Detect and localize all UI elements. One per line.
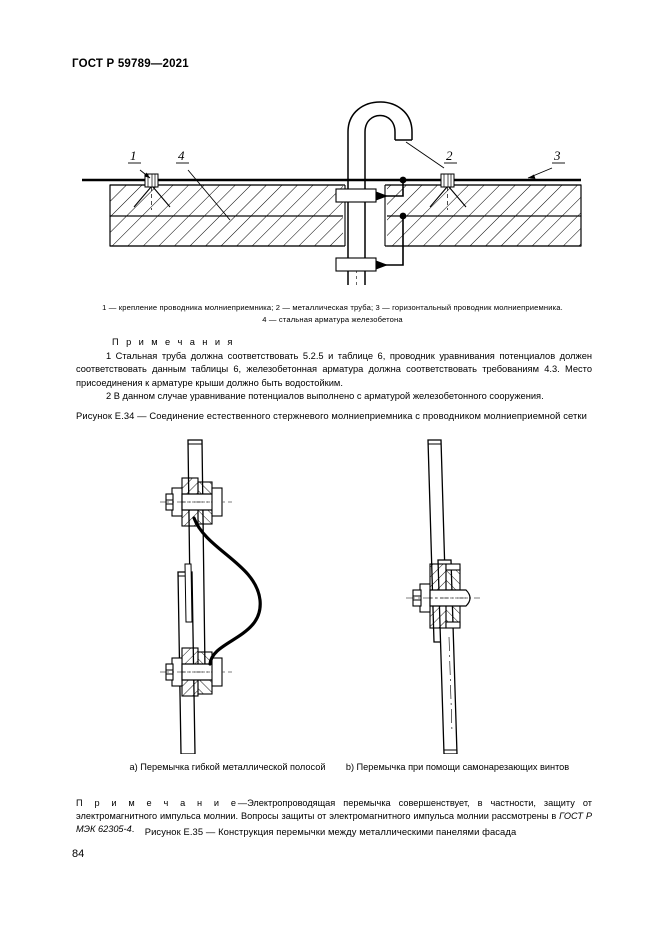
pipe-clamp-upper bbox=[335, 188, 377, 203]
figure-e35-subcaption-a: a) Перемычка гибкой металлической полосо… bbox=[129, 762, 326, 772]
figure-e34-drawing: 1 4 2 3 bbox=[60, 80, 605, 285]
callout-3: 3 bbox=[527, 148, 565, 179]
callout-4-label: 4 bbox=[178, 148, 185, 163]
figure-e35-note-reference: ГОСТ Р МЭК 62305-4 bbox=[76, 811, 592, 834]
figure-e35-subcaption-b: b) Перемычка при помощи самонарезающих в… bbox=[345, 762, 570, 772]
page-number: 84 bbox=[72, 848, 85, 860]
callout-2-label: 2 bbox=[446, 148, 453, 163]
callout-1: 1 bbox=[128, 148, 151, 179]
bolt-joint-a-upper bbox=[160, 477, 232, 527]
variant-a-assembly bbox=[160, 439, 262, 754]
figure-e35-caption: Рисунок Е.35 — Конструкция перемычки меж… bbox=[144, 826, 517, 837]
figure-e35-note-lead: П р и м е ч а н и е bbox=[76, 798, 238, 808]
variant-b-assembly bbox=[406, 439, 480, 754]
callout-3-label: 3 bbox=[553, 148, 561, 163]
note-item-2: 2 В данном случае уравнивание потенциало… bbox=[106, 390, 544, 401]
figure-e35-note-dash: — bbox=[237, 798, 248, 808]
callout-1-label: 1 bbox=[130, 148, 137, 163]
bolt-joint-a-lower bbox=[160, 647, 232, 697]
callout-4: 4 bbox=[176, 148, 231, 221]
figure-e34-key-line-1: 1 — крепление проводника молниеприемника… bbox=[102, 303, 563, 312]
figure-e35-drawing bbox=[60, 432, 605, 754]
callout-2: 2 bbox=[405, 141, 457, 169]
document-header-standard-number: ГОСТ Р 59789—2021 bbox=[72, 58, 189, 70]
figure-e34-svg: 1 4 2 3 bbox=[82, 101, 582, 285]
note-item-1: 1 Стальная труба должна соответствовать … bbox=[76, 351, 592, 388]
figure-e34-key-line-2: 4 — стальная арматура железобетона bbox=[262, 315, 403, 324]
notes-title: П р и м е ч а н и я bbox=[112, 337, 235, 347]
figure-e35-svg bbox=[160, 439, 480, 754]
figure-e34-key: 1 — крепление проводника молниеприемника… bbox=[60, 302, 605, 326]
figure-e35-note: П р и м е ч а н и е—Электропроводящая пе… bbox=[76, 797, 592, 836]
figure-e35-note-text-1: Электропроводящая перемычка совершенству… bbox=[76, 798, 592, 821]
figure-e35-note-text-2: . bbox=[131, 824, 135, 834]
flexible-bonding-strap bbox=[192, 516, 262, 666]
figure-e34-caption: Рисунок Е.34 — Соединение естественного … bbox=[76, 410, 587, 421]
screw-joint-b bbox=[406, 563, 480, 629]
pipe-clamp-lower bbox=[335, 257, 377, 272]
notes-block: П р и м е ч а н и я 1 Стальная труба дол… bbox=[76, 336, 592, 403]
conductor-holder-right bbox=[429, 173, 467, 210]
